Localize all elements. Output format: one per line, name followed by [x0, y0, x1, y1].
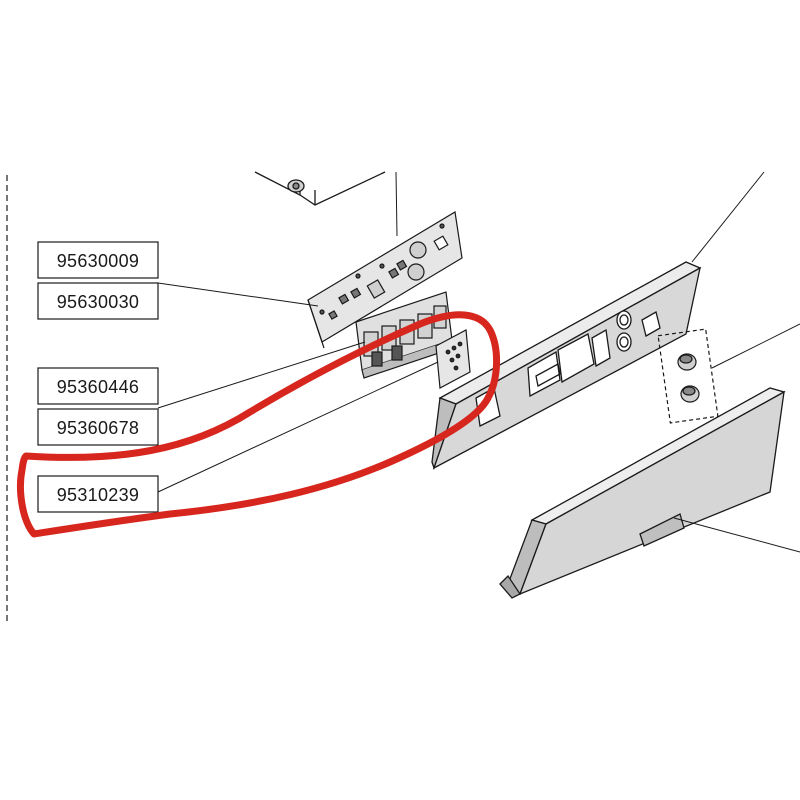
part-label-text: 95360446	[57, 377, 140, 397]
part-label-text: 95360678	[57, 418, 140, 438]
red-highlight-outline	[17, 311, 501, 538]
part-label-95360446: 95360446	[37, 367, 159, 405]
part-label-box	[37, 408, 159, 446]
part-label-95630030: 95630030	[37, 282, 159, 320]
part-label-text: 95630030	[57, 292, 140, 312]
top-housing-part	[254, 171, 386, 206]
part-label-box	[37, 282, 159, 320]
display-board	[435, 329, 471, 389]
front-trim-strip	[499, 387, 786, 599]
control-panel-fascia	[431, 261, 702, 471]
main-circuit-board	[307, 211, 463, 349]
part-label-box	[37, 367, 159, 405]
part-label-95310239: 95310239	[37, 475, 159, 513]
leader-lines	[157, 171, 800, 553]
part-label-95630009: 95630009	[37, 241, 159, 279]
knob-group	[657, 328, 719, 424]
part-label-box	[37, 475, 159, 513]
part-label-text: 95630009	[57, 251, 140, 271]
part-label-box	[37, 241, 159, 279]
part-label-95360678: 95360678	[37, 408, 159, 446]
part-label-text: 95310239	[57, 485, 140, 505]
